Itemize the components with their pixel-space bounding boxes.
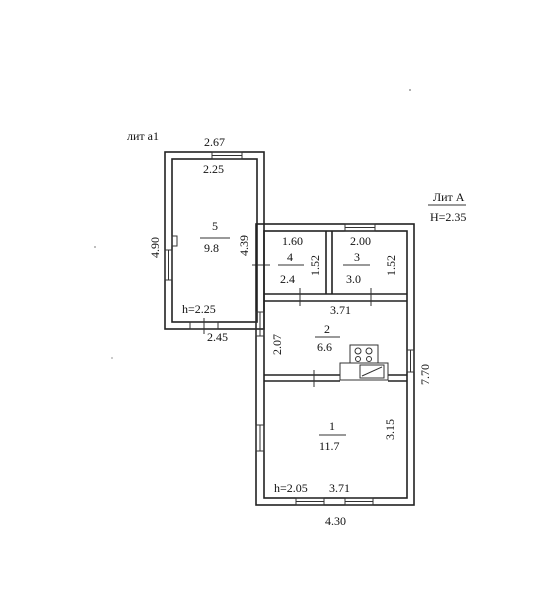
annex-letter-label: лит а1: [127, 129, 159, 143]
dim-annex-top-inner: 2.25: [203, 162, 224, 176]
dim-room-1-width: 3.71: [329, 481, 350, 495]
dim-annex-bottom: 2.45: [207, 330, 228, 344]
dim-main-total-depth: 7.70: [418, 364, 432, 385]
dim-room-1-depth: 3.15: [383, 419, 397, 440]
dim-annex-left: 4.90: [148, 237, 162, 258]
dim-annex-top-outer: 2.67: [204, 135, 225, 149]
room-1-area: 11.7: [319, 439, 340, 453]
room-5-number: 5: [212, 219, 218, 233]
main-house-walls: [255, 223, 415, 506]
room-4-number: 4: [287, 250, 293, 264]
room-3-number: 3: [354, 250, 360, 264]
room-1-number: 1: [329, 419, 335, 433]
dim-room-4-depth: 1.52: [308, 255, 322, 276]
dim-annex-height: h=2.25: [182, 302, 216, 316]
room-5-area: 9.8: [204, 241, 219, 255]
dim-main-height: h=2.05: [274, 481, 308, 495]
main-house-height-label: H=2.35: [430, 210, 466, 224]
stove-icon: [349, 344, 379, 364]
room-4-area: 2.4: [280, 272, 295, 286]
dim-room-2-depth: 2.07: [270, 334, 284, 355]
dim-room-4-width: 1.60: [282, 234, 303, 248]
room-2-number: 2: [324, 322, 330, 336]
dim-room-3-depth: 1.52: [384, 255, 398, 276]
dim-main-outer-width: 4.30: [325, 514, 346, 528]
dim-rooms-3-4-width: 3.71: [330, 303, 351, 317]
dim-annex-right: 4.39: [237, 235, 251, 256]
room-3-area: 3.0: [346, 272, 361, 286]
room-2-area: 6.6: [317, 340, 332, 354]
sink-icon: [339, 362, 389, 381]
dim-room-3-width: 2.00: [350, 234, 371, 248]
main-house-letter-label: Лит А: [433, 190, 465, 204]
room-label-lines: [200, 204, 466, 436]
scan-marks: [94, 89, 411, 359]
